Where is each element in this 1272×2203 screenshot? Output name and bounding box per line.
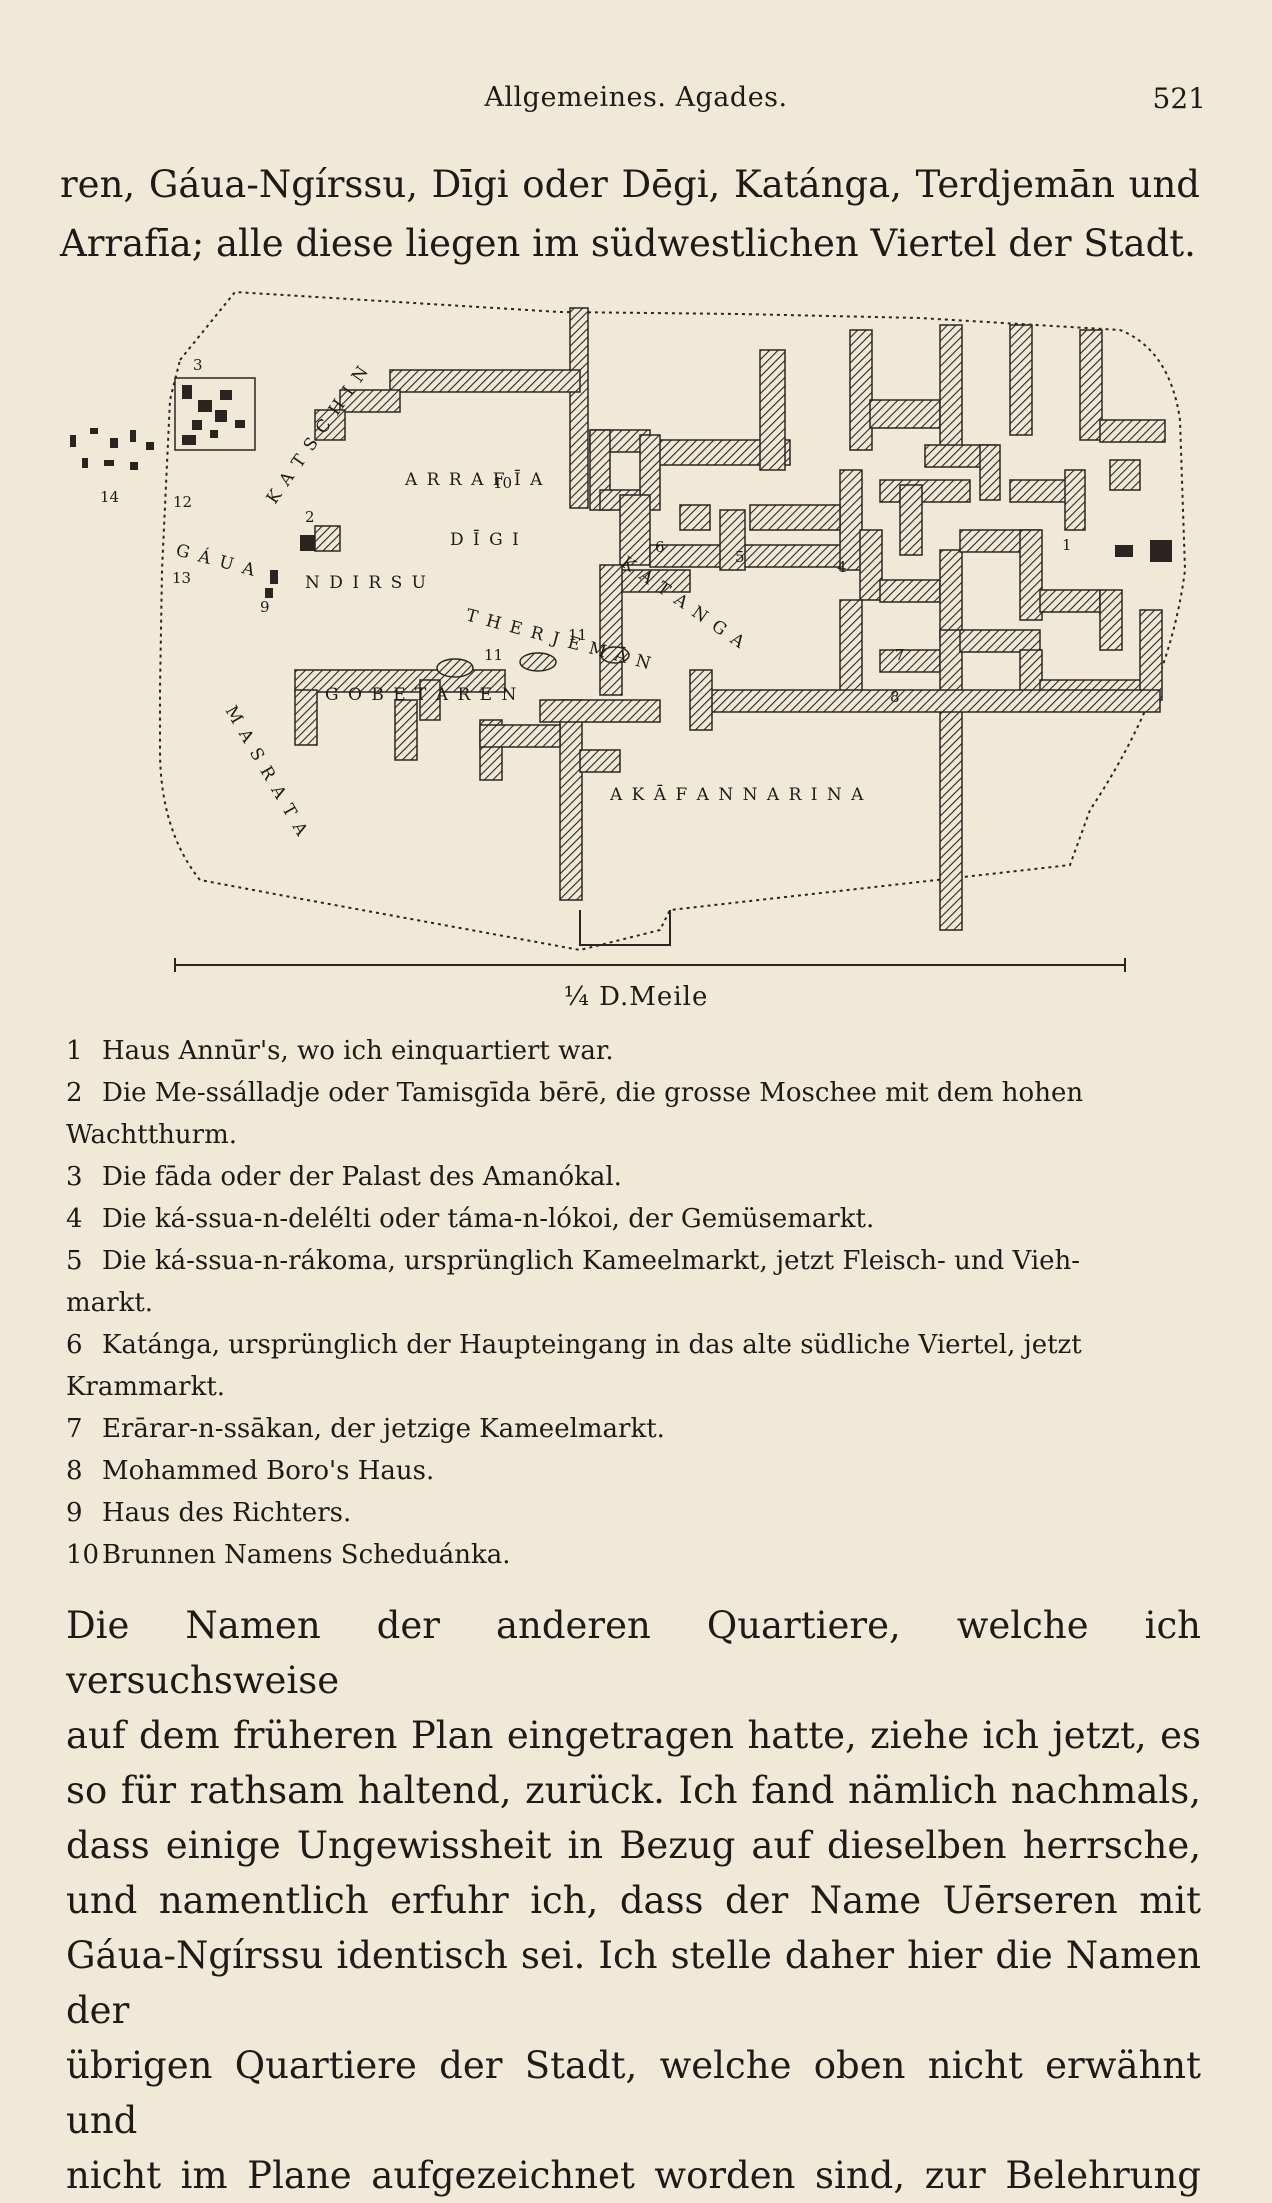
legend-item-text: Die ká-ssua-n-delélti oder táma-n-lókoi,… [102,1204,875,1234]
map-number-13: 13 [172,569,191,587]
legend-item-text: Wachtthurm. [66,1120,238,1150]
legend-item-number: 6 [66,1330,83,1360]
buildings [70,385,1172,598]
legend-item-number: 9 [66,1498,83,1528]
legend-item: 8 Mohammed Boro's Haus. [66,1450,1201,1492]
legend-item-number: 3 [66,1162,83,1192]
label-gobetaren: G O B E T A R E N [325,685,518,705]
map-number-9: 9 [260,598,270,616]
legend-item-number: 2 [66,1078,83,1108]
body-line: übrigen Quartiere der Stadt, welche oben… [66,2044,1201,2142]
body-line: Gáua-Ngírssu identisch sei. Ich stelle d… [66,1934,1201,2032]
body-line: dass einige Ungewissheit in Bezug auf di… [66,1824,1201,1867]
label-akafan: A K Ā F A N N A R I N A [609,784,865,805]
map-number-8: 8 [890,688,900,706]
legend-item: 2 Die Me-ssálladje oder Tamisgīda bērē, d… [66,1072,1201,1114]
legend-item-text: Die ká-ssua-n-rákoma, ursprünglich Kamee… [102,1246,1081,1276]
body-line: und namentlich erfuhr ich, dass der Name… [66,1879,1201,1922]
book-page: Allgemeines. Agades. 521 ren, Gáua-Ngírs… [60,82,1206,2197]
map-number-2: 2 [305,508,315,526]
map-number-4: 4 [837,558,847,576]
legend-item: 6 Katánga, ursprünglich der Haupteingang … [66,1324,1201,1366]
map-number-11b: 11 [568,626,587,644]
legend-item-number: 5 [66,1246,83,1276]
legend-item-text: Haus Annūr's, wo ich einquartiert war. [102,1036,614,1066]
map-legend: 1 Haus Annūr's, wo ich einquartiert war. 2… [66,1030,1201,1576]
map-number-11: 11 [484,646,503,664]
street-blocks [294,307,1166,931]
label-therjeman: T H E R J E M Ā N [464,605,655,675]
map-numbers: 3 14 12 13 2 9 10 6 5 4 11 11 7 8 1 [100,356,1072,706]
map-number-1: 1 [1062,536,1072,554]
legend-item: 3 Die fāda oder der Palast des Amanókal. [66,1156,1201,1198]
legend-item: 4 Die ká-ssua-n-delélti oder táma-n-lókoi… [66,1198,1201,1240]
legend-item-text: Die Me-ssálladje oder Tamisgīda bērē, di… [102,1078,1084,1108]
legend-item-number: 1 [66,1036,83,1066]
legend-item-text: Katánga, ursprünglich der Haupteingang i… [102,1330,1082,1360]
map-number-14: 14 [100,488,119,506]
legend-item: Krammarkt. [66,1366,1201,1408]
map-number-7: 7 [895,646,905,664]
body-line: Die Namen der anderen Quartiere, welche … [66,1604,1201,1702]
body-line: so für rathsam haltend, zurück. Ich fand… [66,1769,1201,1812]
legend-item-number: 8 [66,1456,83,1486]
legend-item: 5 Die ká-ssua-n-rákoma, ursprünglich Kame… [66,1240,1201,1282]
running-title: Allgemeines. Agades. [484,82,788,113]
page-number: 521 [1152,82,1206,115]
label-digi: D Ī G I [450,529,521,550]
legend-item: Wachtthurm. [66,1114,1201,1156]
legend-item-text: Haus des Richters. [102,1498,352,1528]
map-number-10: 10 [493,474,512,492]
lead-paragraph: ren, Gáua-Ngírssu, Dīgi oder Dēgi, Katán… [60,163,1200,265]
legend-item-number: 4 [66,1204,83,1234]
legend-item: 1 Haus Annūr's, wo ich einquartiert war. [66,1030,1201,1072]
label-arrafia: A R R A F Ī A [404,469,544,490]
legend-item-number: 10 [66,1540,100,1570]
legend-item: markt. [66,1282,1201,1324]
map-number-3: 3 [193,356,203,374]
legend-item-text: Brunnen Namens Scheduánka. [102,1540,511,1570]
legend-item-text: Mohammed Boro's Haus. [102,1456,435,1486]
scale-label: ¼ D.Meile [563,982,709,1012]
label-katschin: K A T S C H I N [263,361,374,508]
legend-item: 9 Haus des Richters. [66,1492,1201,1534]
running-header: Allgemeines. Agades. 521 [66,82,1206,122]
map-number-12: 12 [173,493,192,511]
map-number-5: 5 [735,548,745,566]
legend-item-text: Erārar-n-ssākan, der jetzige Kameelmarkt… [102,1414,665,1444]
legend-item: 7 Erārar-n-ssākan, der jetzige Kameelmark… [66,1408,1201,1450]
body-line: auf dem früheren Plan eingetragen hatte,… [66,1714,1201,1757]
town-wall-outline [159,290,1187,952]
legend-item-text: Die fāda oder der Palast des Amanókal. [102,1162,622,1192]
map-number-6: 6 [655,538,665,556]
label-ngirssu: N D I R S U [305,573,428,593]
town-plan-map: K A T S C H I N A R R A F Ī A D Ī G I G … [70,290,1187,972]
legend-item-number: 7 [66,1414,83,1444]
legend-item-text: Krammarkt. [66,1372,226,1402]
body-text: Die Namen der anderen Quartiere, welche … [66,1598,1201,2203]
legend-item-text: markt. [66,1288,154,1318]
body-line: nicht im Plane aufgezeichnet worden sind… [66,2154,1201,2197]
